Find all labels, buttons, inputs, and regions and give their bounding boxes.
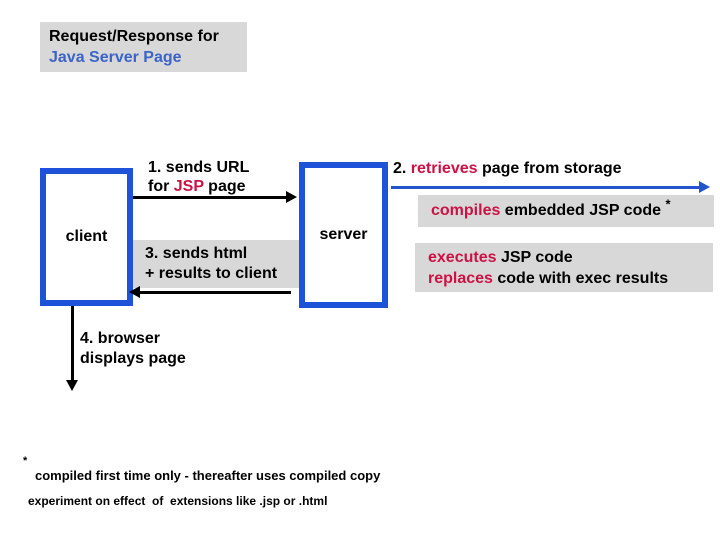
slide-title-line1: Request/Response for [49, 28, 219, 45]
slide-title-line2: Java Server Page [49, 49, 182, 66]
compiles-accent: compiles [431, 202, 501, 219]
client-node-label: client [65, 228, 108, 245]
step2-arrow-line [391, 186, 700, 189]
step4-arrow-line [71, 306, 74, 382]
footnote-line2: experiment on effect of extensions like … [28, 494, 328, 508]
executes-info-box: executes JSP code replaces code with exe… [415, 243, 713, 292]
client-node-box: client [40, 168, 133, 306]
step2-retrieves-accent: retrieves [410, 160, 478, 177]
step4-label: 4. browser displays page [80, 329, 186, 369]
compiles-info-box: compiles embedded JSP code * [418, 195, 714, 227]
executes-line1: executes JSP code [428, 249, 573, 266]
step1-jsp-accent: JSP [173, 178, 204, 195]
step1-line1: 1. sends URL [148, 159, 250, 176]
step1-line2: for JSP page [148, 178, 246, 195]
footnote-marker: * [23, 455, 28, 467]
server-node-label: server [319, 226, 368, 243]
step4-line2: displays page [80, 350, 186, 367]
executes-line2: replaces code with exec results [428, 270, 669, 287]
step3-line1: 3. sends html [145, 245, 248, 262]
step1-arrow-line [133, 196, 287, 199]
step1-label: 1. sends URL for JSP page [148, 158, 249, 196]
step3-line2: + results to client [145, 265, 278, 282]
footnote-line1: compiled first time only - thereafter us… [35, 468, 381, 483]
server-node-box: server [299, 162, 388, 308]
step3-info-box: 3. sends html + results to client [133, 240, 299, 288]
step4-arrowhead-down-icon [66, 380, 78, 391]
step1-arrowhead-right-icon [286, 191, 297, 203]
step4-line1: 4. browser [80, 330, 161, 347]
step2-arrowhead-right-icon [699, 181, 710, 193]
slide-title-box: Request/Response for Java Server Page [40, 22, 247, 72]
step3-arrow-line [139, 291, 291, 294]
executes-accent: executes [428, 249, 497, 266]
step2-label: 2. retrieves page from storage [393, 160, 622, 177]
compiles-text: compiles embedded JSP code * [431, 196, 671, 219]
replaces-accent: replaces [428, 270, 493, 287]
step3-arrowhead-left-icon [129, 286, 140, 298]
compiles-footnote-marker: * [665, 196, 671, 212]
